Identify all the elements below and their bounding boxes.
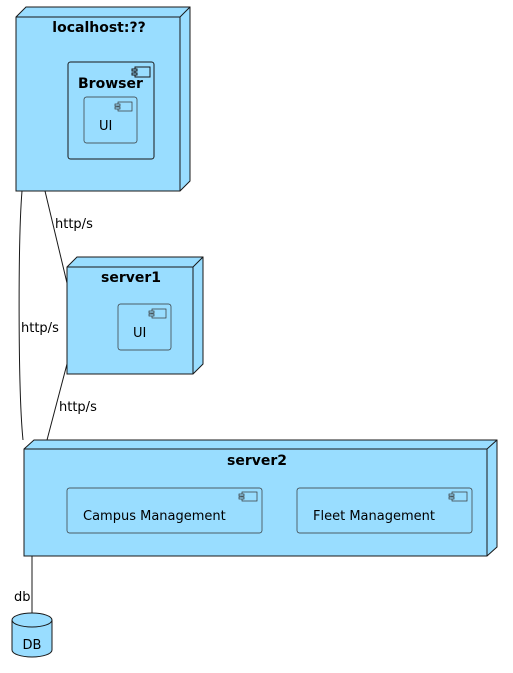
node-localhost: localhost:?? Browser UI [15,6,191,192]
edge-localhost-server1 [44,190,68,284]
component-fleet-management: Fleet Management [296,487,473,534]
component-server1-ui-label: UI [133,326,146,341]
component-icon [148,308,167,319]
component-browser: Browser UI [67,61,155,160]
component-campus-management-label: Campus Management [83,509,226,524]
component-server1-ui: UI [117,303,172,351]
edge-localhost-server2 [18,190,24,441]
node-localhost-title: localhost:?? [52,20,145,36]
database-db: DB [11,612,53,658]
edge-label-server1-server2: http/s [59,400,97,415]
component-browser-title: Browser [78,76,143,92]
node-server1: server1 UI [66,256,204,375]
component-icon [114,101,133,112]
node-server1-title: server1 [101,270,161,286]
edge-label-server2-db: db [14,590,31,605]
edge-server1-server2 [46,363,68,441]
edge-label-localhost-server1: http/s [55,217,93,232]
component-browser-ui-label: UI [99,119,112,134]
component-fleet-management-label: Fleet Management [313,509,435,524]
component-campus-management: Campus Management [66,487,263,534]
component-icon [131,66,151,78]
database-cylinder [11,612,53,658]
component-icon [448,491,468,502]
edge-label-localhost-server2: http/s [21,321,59,336]
component-icon [238,491,258,502]
node-server2-title: server2 [227,453,287,469]
database-db-label: DB [23,638,42,653]
component-browser-ui: UI [83,96,138,144]
node-server2: server2 Campus Management Fleet Manageme… [23,439,498,557]
